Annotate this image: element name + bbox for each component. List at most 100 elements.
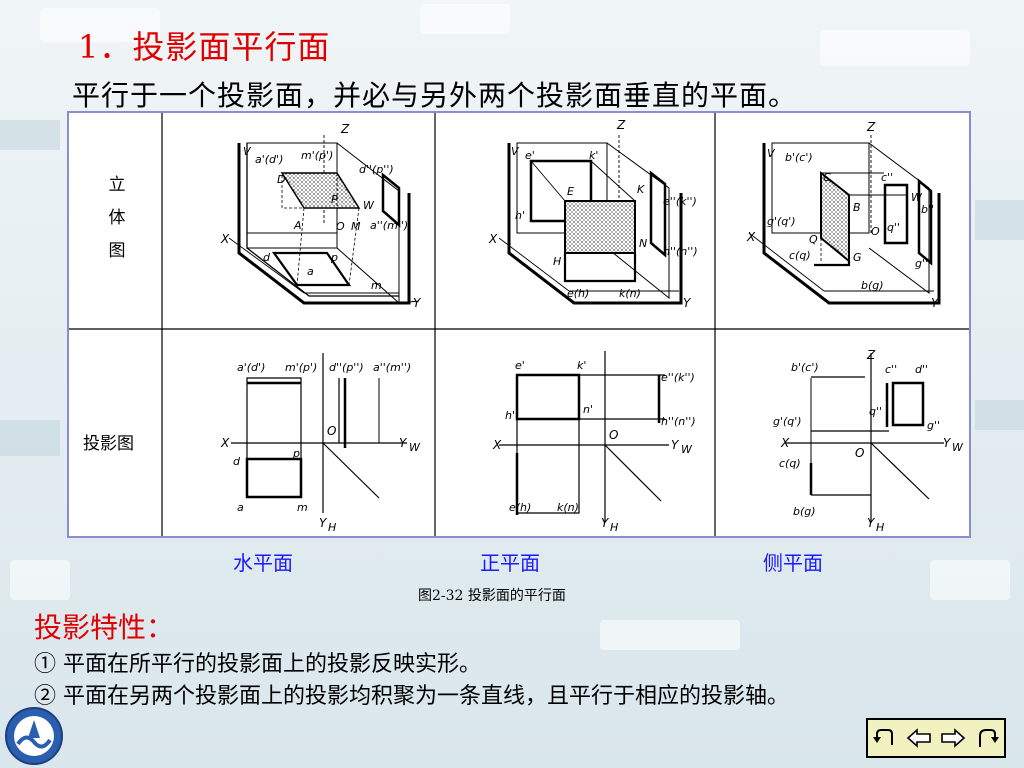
svg-text:d'': d'': [915, 363, 928, 376]
svg-text:h''(n''): h''(n''): [663, 245, 698, 258]
nav-next-button[interactable]: [938, 723, 968, 753]
svg-text:Y: Y: [413, 296, 422, 310]
svg-text:Y: Y: [943, 436, 952, 450]
svg-text:X: X: [746, 230, 756, 244]
svg-text:e''(k''): e''(k''): [663, 195, 697, 208]
navigation-bar: [866, 718, 1006, 758]
svg-text:a: a: [307, 265, 314, 278]
svg-text:Y: Y: [683, 296, 692, 310]
svg-text:c(q): c(q): [779, 457, 801, 470]
svg-text:c(q): c(q): [789, 249, 811, 262]
svg-text:K: K: [637, 183, 645, 196]
svg-text:g'(q'): g'(q'): [767, 215, 796, 228]
nav-return-button[interactable]: [870, 723, 900, 753]
properties-heading: 投影特性：: [34, 611, 175, 644]
svg-text:H: H: [610, 521, 618, 534]
svg-text:m'(p'): m'(p'): [285, 361, 317, 374]
svg-text:m'(p'): m'(p'): [301, 149, 333, 162]
svg-text:k': k': [589, 149, 598, 162]
svg-text:Y: Y: [671, 438, 680, 452]
svg-text:C: C: [823, 171, 831, 184]
v-plane-stereo-labels: Z X Y V e' k' E K h' e''(k'') N h''(n'')…: [488, 118, 698, 310]
row-label-char: 体: [108, 208, 126, 228]
svg-text:W: W: [952, 441, 964, 454]
nav-prev-button[interactable]: [904, 723, 934, 753]
prev-icon: [906, 728, 931, 748]
svg-text:N: N: [639, 237, 647, 250]
next-icon: [941, 728, 966, 748]
svg-text:k(n): k(n): [557, 501, 579, 514]
svg-text:O: O: [336, 220, 345, 233]
svg-text:b'(c'): b'(c'): [785, 151, 813, 164]
svg-text:D: D: [277, 173, 285, 186]
svg-text:g'': g'': [927, 419, 940, 432]
svg-text:h': h': [515, 209, 525, 222]
svg-text:O: O: [871, 225, 880, 238]
svg-text:W: W: [911, 191, 923, 204]
svg-text:X: X: [220, 232, 230, 246]
svg-text:A: A: [293, 219, 302, 232]
svg-text:a''(m''): a''(m''): [370, 219, 408, 232]
svg-text:a'(d'): a'(d'): [237, 361, 265, 374]
svg-text:X: X: [492, 438, 502, 452]
svg-text:H: H: [328, 521, 336, 534]
svg-text:d''(p''): d''(p''): [329, 361, 364, 374]
svg-text:d: d: [233, 455, 241, 468]
svg-text:Z: Z: [340, 122, 350, 136]
nav-forward-button[interactable]: [972, 723, 1002, 753]
caption-profile-plane: 侧平面: [763, 551, 823, 575]
svg-text:m: m: [297, 501, 308, 514]
forward-icon: [979, 729, 999, 747]
university-logo-icon: [5, 707, 63, 765]
caption-frontal-plane: 正平面: [480, 551, 540, 575]
svg-text:h''(n''): h''(n''): [661, 415, 696, 428]
h-plane-stereo: [228, 135, 420, 305]
svg-text:q'': q'': [869, 405, 882, 418]
svg-text:p: p: [330, 251, 338, 264]
w-plane-stereo-labels: Z X Y V b'(c') C c'' B W b'' g'(q') O q'…: [746, 120, 940, 310]
svg-text:O: O: [609, 428, 618, 442]
page-title: 1．投影面平行面: [78, 28, 331, 66]
svg-text:Y: Y: [601, 516, 610, 530]
figure-drawing: Z X Y V a'(d') m'(p') d''(p'') D P W A O…: [69, 113, 969, 536]
svg-text:g'': g'': [915, 257, 928, 270]
figure-caption: 图2-32 投影面的平行面: [418, 588, 566, 604]
svg-text:b(g): b(g): [793, 505, 816, 518]
svg-text:V: V: [511, 145, 520, 158]
svg-text:O: O: [327, 424, 336, 438]
svg-text:e(h): e(h): [567, 287, 589, 300]
svg-text:B: B: [853, 201, 861, 214]
svg-text:a: a: [237, 501, 244, 514]
svg-text:O: O: [855, 446, 864, 460]
row-label-stereo: 立 体 图: [97, 169, 137, 268]
v-plane-stereo: [498, 135, 683, 305]
page-subtitle: 平行于一个投影面，并必与另外两个投影面垂直的平面。: [72, 79, 798, 112]
svg-text:Y: Y: [867, 516, 876, 530]
svg-text:X: X: [780, 436, 790, 450]
svg-text:Y: Y: [931, 296, 940, 310]
property-item-2: ② 平面在另两个投影面上的投影均积聚为一条直线，且平行于相应的投影轴。: [34, 684, 789, 709]
svg-text:H: H: [553, 255, 561, 268]
h-plane-projection-labels: a'(d') m'(p') d''(p'') a''(m'') X Y W O …: [220, 361, 421, 534]
v-plane-projection: [499, 351, 669, 523]
w-plane-stereo: [748, 135, 941, 305]
svg-text:p: p: [292, 447, 300, 460]
svg-text:b'(c'): b'(c'): [791, 361, 819, 374]
svg-text:Z: Z: [866, 348, 876, 362]
svg-text:e(h): e(h): [509, 501, 531, 514]
svg-text:Q: Q: [809, 233, 818, 246]
h-plane-projection: [231, 353, 407, 513]
row-label-projection: 投影图: [83, 434, 134, 454]
svg-text:c'': c'': [885, 363, 897, 376]
svg-text:e': e': [525, 149, 535, 162]
return-icon: [873, 729, 893, 745]
svg-text:Z: Z: [866, 120, 876, 134]
svg-text:q'': q'': [887, 221, 900, 234]
svg-text:M: M: [351, 220, 361, 233]
w-plane-projection-labels: b'(c') Z c'' d'' g'(q') q'' g'' X O Y W …: [773, 348, 964, 534]
svg-text:g'(q'): g'(q'): [773, 415, 802, 428]
svg-text:Z: Z: [616, 118, 626, 132]
svg-text:k(n): k(n): [619, 287, 641, 300]
svg-text:e''(k''): e''(k''): [661, 371, 695, 384]
svg-text:P: P: [331, 193, 338, 206]
